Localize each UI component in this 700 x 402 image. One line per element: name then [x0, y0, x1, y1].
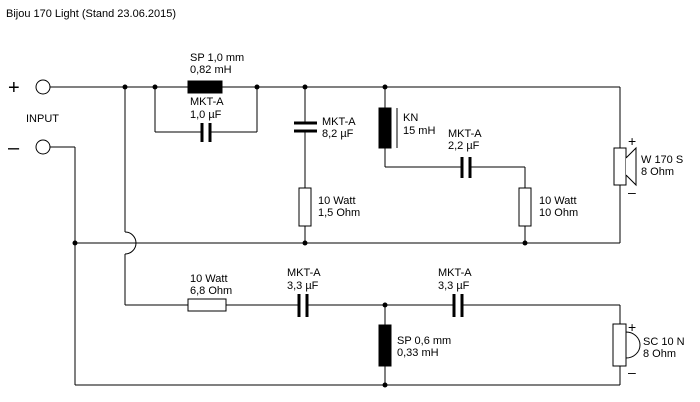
input-minus-sign: – [8, 137, 20, 159]
sp2-value: 0,33 mH [397, 347, 439, 359]
r2-label: 10 Watt [539, 195, 577, 207]
woofer-label: W 170 S [641, 154, 683, 166]
input-label: INPUT [26, 113, 59, 125]
input-positive-terminal [35, 79, 51, 95]
c1-label: MKT-A [190, 96, 224, 108]
c3-value: 2,2 µF [448, 140, 480, 152]
junction-dots [72, 84, 528, 388]
inductor-sp1 [187, 80, 223, 94]
inductor-kn [378, 107, 392, 149]
c5-label: MKT-A [438, 267, 472, 279]
capacitor-c5 [452, 294, 464, 317]
woofer-value: 8 Ohm [641, 166, 674, 178]
tweeter-speaker-icon [612, 323, 641, 367]
capacitor-c3 [460, 157, 472, 178]
tweeter-minus-sign: – [628, 364, 636, 380]
input-negative-terminal [35, 139, 51, 155]
resistor-r3 [187, 298, 227, 312]
c1-value: 1,0 µF [190, 109, 222, 121]
r1-value: 1,5 Ohm [318, 207, 360, 219]
r3-label: 10 Watt [190, 273, 228, 285]
tweeter-label: SC 10 N [643, 336, 685, 348]
resistor-r2 [518, 187, 532, 227]
inductor-sp2 [378, 324, 392, 367]
capacitor-c1 [200, 123, 212, 142]
sp2-label: SP 0,6 mm [397, 335, 451, 347]
diagram-title: Bijou 170 Light (Stand 23.06.2015) [6, 8, 176, 20]
r2-value: 10 Ohm [539, 207, 578, 219]
kn-label: KN [403, 112, 418, 124]
c5-value: 3,3 µF [438, 280, 470, 292]
woofer-plus-sign: + [628, 133, 636, 149]
input-plus-sign: + [8, 77, 20, 99]
tweeter-plus-sign: + [628, 319, 636, 335]
woofer-minus-sign: – [628, 184, 636, 200]
capacitor-c2 [294, 121, 317, 133]
resistor-r1 [298, 187, 312, 227]
c2-label: MKT-A [322, 116, 356, 128]
c2-value: 8,2 µF [322, 128, 354, 140]
c3-label: MKT-A [448, 128, 482, 140]
r3-value: 6,8 Ohm [190, 285, 232, 297]
sp1-value: 0,82 mH [190, 64, 232, 76]
wires [50, 86, 621, 386]
c4-value: 3,3 µF [287, 280, 319, 292]
c4-label: MKT-A [287, 267, 321, 279]
tweeter-value: 8 Ohm [643, 348, 676, 360]
r1-label: 10 Watt [318, 195, 356, 207]
woofer-speaker-icon [613, 146, 637, 187]
sp1-label: SP 1,0 mm [190, 52, 244, 64]
capacitor-c4 [297, 294, 309, 317]
kn-value: 15 mH [403, 125, 435, 137]
